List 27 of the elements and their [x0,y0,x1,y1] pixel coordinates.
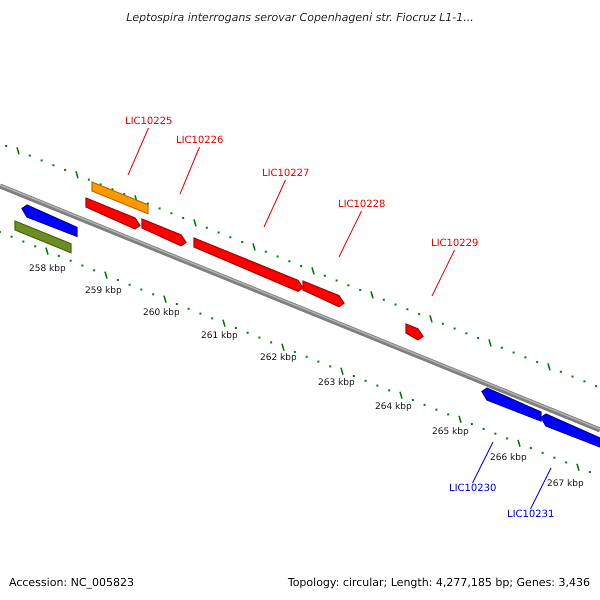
scale-label: 259 kbp [85,286,122,297]
genome-info-text: Topology: circular; Length: 4,277,185 bp; Genes: 3,436 [288,576,590,590]
leader-line [128,128,149,176]
leader-line [338,210,362,258]
scale-label: 264 kbp [375,402,412,413]
scale-label: 261 kbp [201,331,238,342]
gene-label: LIC10230 [449,483,496,495]
gene-label: LIC10226 [176,135,224,147]
gene-label: LIC10231 [507,509,554,521]
scale-label: 262 kbp [260,353,297,364]
gene-label: LIC10225 [125,116,172,128]
leader-line [472,442,494,484]
title: Leptospira interrogans serovar Copenhageni str. Fiocruz L1-1... [125,11,475,25]
scale-label: 266 kbp [490,453,527,464]
scale-label: 258 kbp [29,264,66,275]
scale-label: 265 kbp [432,427,469,438]
gene-label: LIC10227 [262,168,310,180]
scale-label: 263 kbp [318,378,355,389]
leader-line [530,468,552,510]
scale-label: 260 kbp [143,308,180,319]
gene-label: LIC10229 [431,238,478,250]
accession-text: Accession: NC_005823 [9,576,134,590]
scale-label: 267 kbp [547,479,584,490]
leader-line [180,146,200,194]
leader-line [264,180,286,228]
gene-label: LIC10228 [338,199,386,211]
leader-line [432,250,455,296]
